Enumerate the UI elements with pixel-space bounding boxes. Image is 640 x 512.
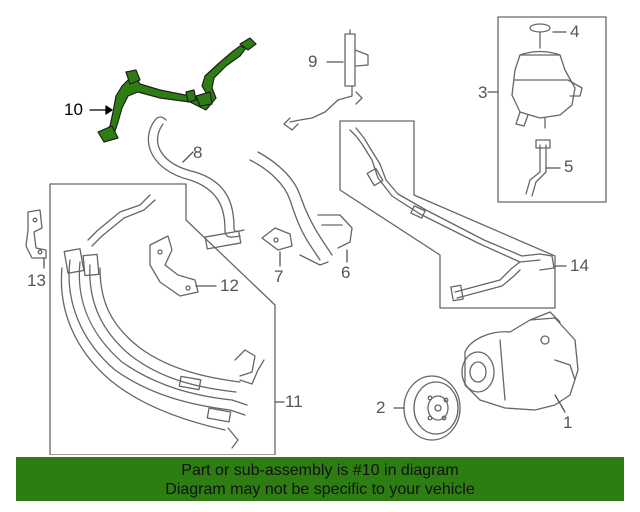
pressure-sensor-line bbox=[283, 29, 369, 131]
callout-4: 4 bbox=[570, 22, 580, 41]
banner-line-1: Part or sub-assembly is #10 in diagram bbox=[181, 462, 459, 479]
hose-assembly bbox=[60, 194, 265, 449]
callout-6: 6 bbox=[341, 263, 351, 282]
banner-line-2: Diagram may not be specific to your vehi… bbox=[165, 481, 475, 498]
callout-5: 5 bbox=[564, 157, 574, 176]
highlighted-part-10-hose bbox=[97, 37, 257, 143]
bracket-13 bbox=[25, 209, 47, 259]
reservoir bbox=[511, 50, 583, 129]
callout-12: 12 bbox=[220, 276, 239, 295]
hose-group-box bbox=[49, 183, 276, 455]
pressure-line bbox=[349, 127, 555, 302]
callout-13: 13 bbox=[27, 271, 46, 290]
reservoir-hose bbox=[525, 139, 551, 197]
callout-3: 3 bbox=[478, 83, 488, 102]
parts-diagram bbox=[25, 16, 607, 455]
reservoir-cap bbox=[529, 23, 551, 49]
callout-7: 7 bbox=[274, 267, 284, 286]
callout-14: 14 bbox=[570, 256, 589, 275]
pulley bbox=[403, 375, 461, 441]
leader-lines bbox=[43, 31, 567, 413]
callout-1: 1 bbox=[563, 413, 573, 432]
pressure-hose bbox=[249, 151, 353, 266]
bracket-7 bbox=[261, 227, 293, 251]
info-banner: Part or sub-assembly is #10 in diagram D… bbox=[16, 457, 624, 501]
return-hose bbox=[147, 116, 245, 250]
clamp-bracket-12 bbox=[149, 235, 199, 297]
callout-8: 8 bbox=[193, 143, 203, 162]
pressure-line-group-box bbox=[339, 120, 556, 309]
callout-2: 2 bbox=[376, 398, 386, 417]
power-steering-pump bbox=[461, 311, 579, 411]
reservoir-group-box bbox=[497, 16, 607, 203]
arrowhead-10 bbox=[105, 105, 113, 115]
callout-9: 9 bbox=[308, 52, 318, 71]
callout-11: 11 bbox=[285, 392, 303, 411]
callout-10: 10 bbox=[64, 100, 83, 119]
